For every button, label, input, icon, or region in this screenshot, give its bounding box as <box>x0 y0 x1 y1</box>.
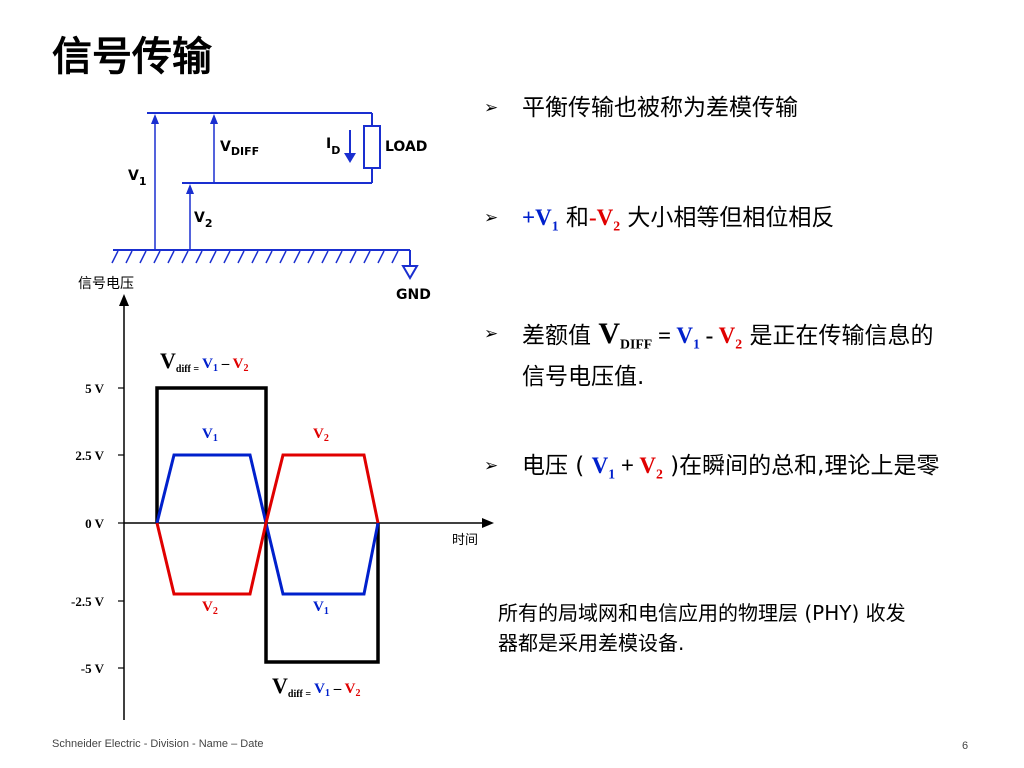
x-axis-arrow <box>482 518 494 528</box>
bullet-3: ➢ 差额值 VDIFF = V1 - V2 是正在传输信息的信号电压值. <box>484 318 954 393</box>
bullet-arrow-icon: ➢ <box>484 456 499 476</box>
tick-label-neg-2-5v: -2.5 V <box>71 594 105 609</box>
ground-icon <box>401 265 419 280</box>
gnd-label: GND <box>396 287 431 303</box>
footer-text: Schneider Electric - Division - Name – D… <box>52 738 264 750</box>
tick-label-0v: 0 V <box>85 516 105 531</box>
bullet-1: ➢ 平衡传输也被称为差模传输 <box>484 92 954 124</box>
page-title: 信号传输 <box>52 34 212 80</box>
load-label: LOAD <box>385 139 427 155</box>
page-number: 6 <box>962 740 969 752</box>
v2-trace <box>155 453 380 596</box>
bullet-arrow-icon: ➢ <box>484 208 499 228</box>
tick-label-5v: 5 V <box>85 381 105 396</box>
tick-label-neg-5v: -5 V <box>81 661 105 676</box>
x-axis-label: 时间 <box>452 533 478 548</box>
bullet-4-text: 电压 ( V1 + V2 )在瞬间的总和,理论上是零 <box>522 453 940 482</box>
bullet-4: ➢ 电压 ( V1 + V2 )在瞬间的总和,理论上是零 <box>484 450 954 491</box>
v2-circuit-label: V2 <box>194 210 213 230</box>
bullet-1-text: 平衡传输也被称为差模传输 <box>522 95 798 121</box>
y-axis-label: 信号电压 <box>78 276 134 292</box>
v2-label-bottom: V2 <box>202 599 218 617</box>
tick-label-2-5v: 2.5 V <box>75 448 104 463</box>
v1-label-top: V1 <box>202 426 218 444</box>
bullet-3-text: 差额值 VDIFF = V1 - V2 是正在传输信息的信号电压值. <box>522 317 934 390</box>
v1-circuit-label: V1 <box>128 168 147 188</box>
v2-label-top: V2 <box>313 426 329 444</box>
vdiff-formula-top: Vdiff =V1 – V2 <box>160 348 249 375</box>
ground-hatching <box>111 250 399 264</box>
id-label: ID <box>326 136 340 157</box>
bullet-arrow-icon: ➢ <box>484 324 499 344</box>
vdiff-label: VDIFF <box>220 139 259 158</box>
bullet-2: ➢ +V1 和-V2 大小相等但相位相反 <box>484 202 954 243</box>
vdiff-formula-bottom: Vdiff =V1 – V2 <box>272 673 361 700</box>
bullet-2-text: +V1 和-V2 大小相等但相位相反 <box>522 205 835 234</box>
load-resistor <box>363 125 381 169</box>
v1-label-bottom: V1 <box>313 599 329 617</box>
bullet-arrow-icon: ➢ <box>484 98 499 118</box>
phy-note: 所有的局域网和电信应用的物理层 (PHY) 收发器都是采用差模设备. <box>498 601 906 655</box>
y-axis-arrow <box>119 294 129 306</box>
